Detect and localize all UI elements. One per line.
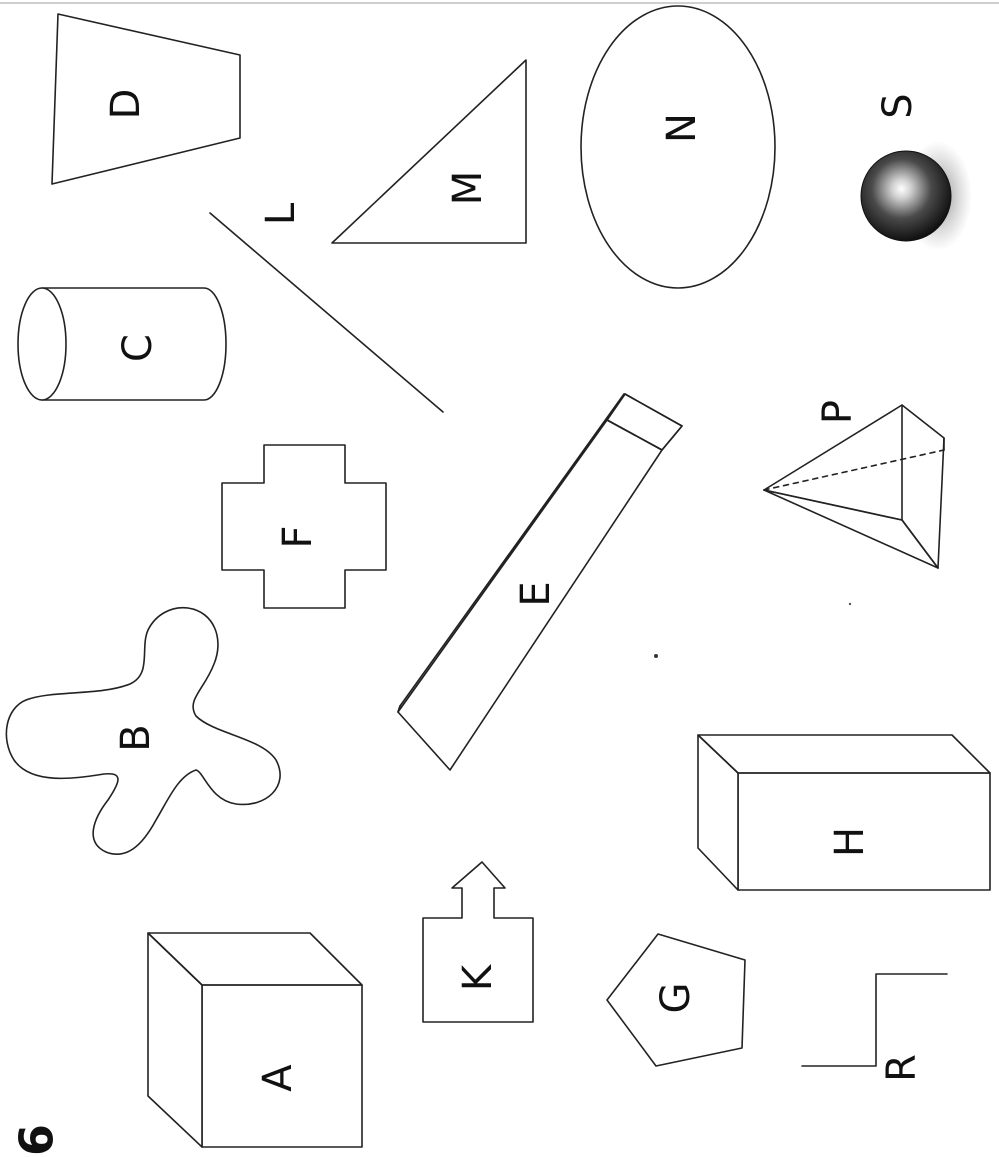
shape-A-cube: A [148,933,362,1147]
label-S: S [875,93,921,118]
label-R: P [815,400,861,424]
speck [654,654,658,658]
label-B: B [113,724,159,751]
shape-N-ellipse: N [581,6,775,288]
shape-G-pentagon: G [607,934,745,1066]
shape-H-prism: H [698,735,990,890]
speck [849,603,851,605]
shape-M-triangle: M [332,60,526,243]
label-L: L [258,202,304,225]
label-N: N [659,113,705,143]
shape-C-cylinder: C [18,288,226,400]
label-H: H [827,827,873,857]
shape-B-blob: B [6,608,280,855]
shape-E-prism: E [398,394,682,770]
label-G: G [653,983,699,1014]
shape-R-pyramid: P [764,400,944,568]
label-F: F [275,525,321,548]
label-C: C [115,334,161,362]
shape-P-step: R [802,974,947,1082]
label-K: K [455,963,501,991]
shape-F-cross: F [222,445,386,608]
shape-K-arrow: K [423,862,533,1022]
shape-S-sphere: S [861,93,972,251]
label-A: A [255,1064,301,1092]
page-number: 6 [10,1124,64,1156]
label-D: D [103,89,149,120]
label-P: R [879,1054,925,1082]
label-M: M [445,171,491,206]
shape-D-trapezoid: D [52,14,240,184]
label-E: E [513,581,559,606]
